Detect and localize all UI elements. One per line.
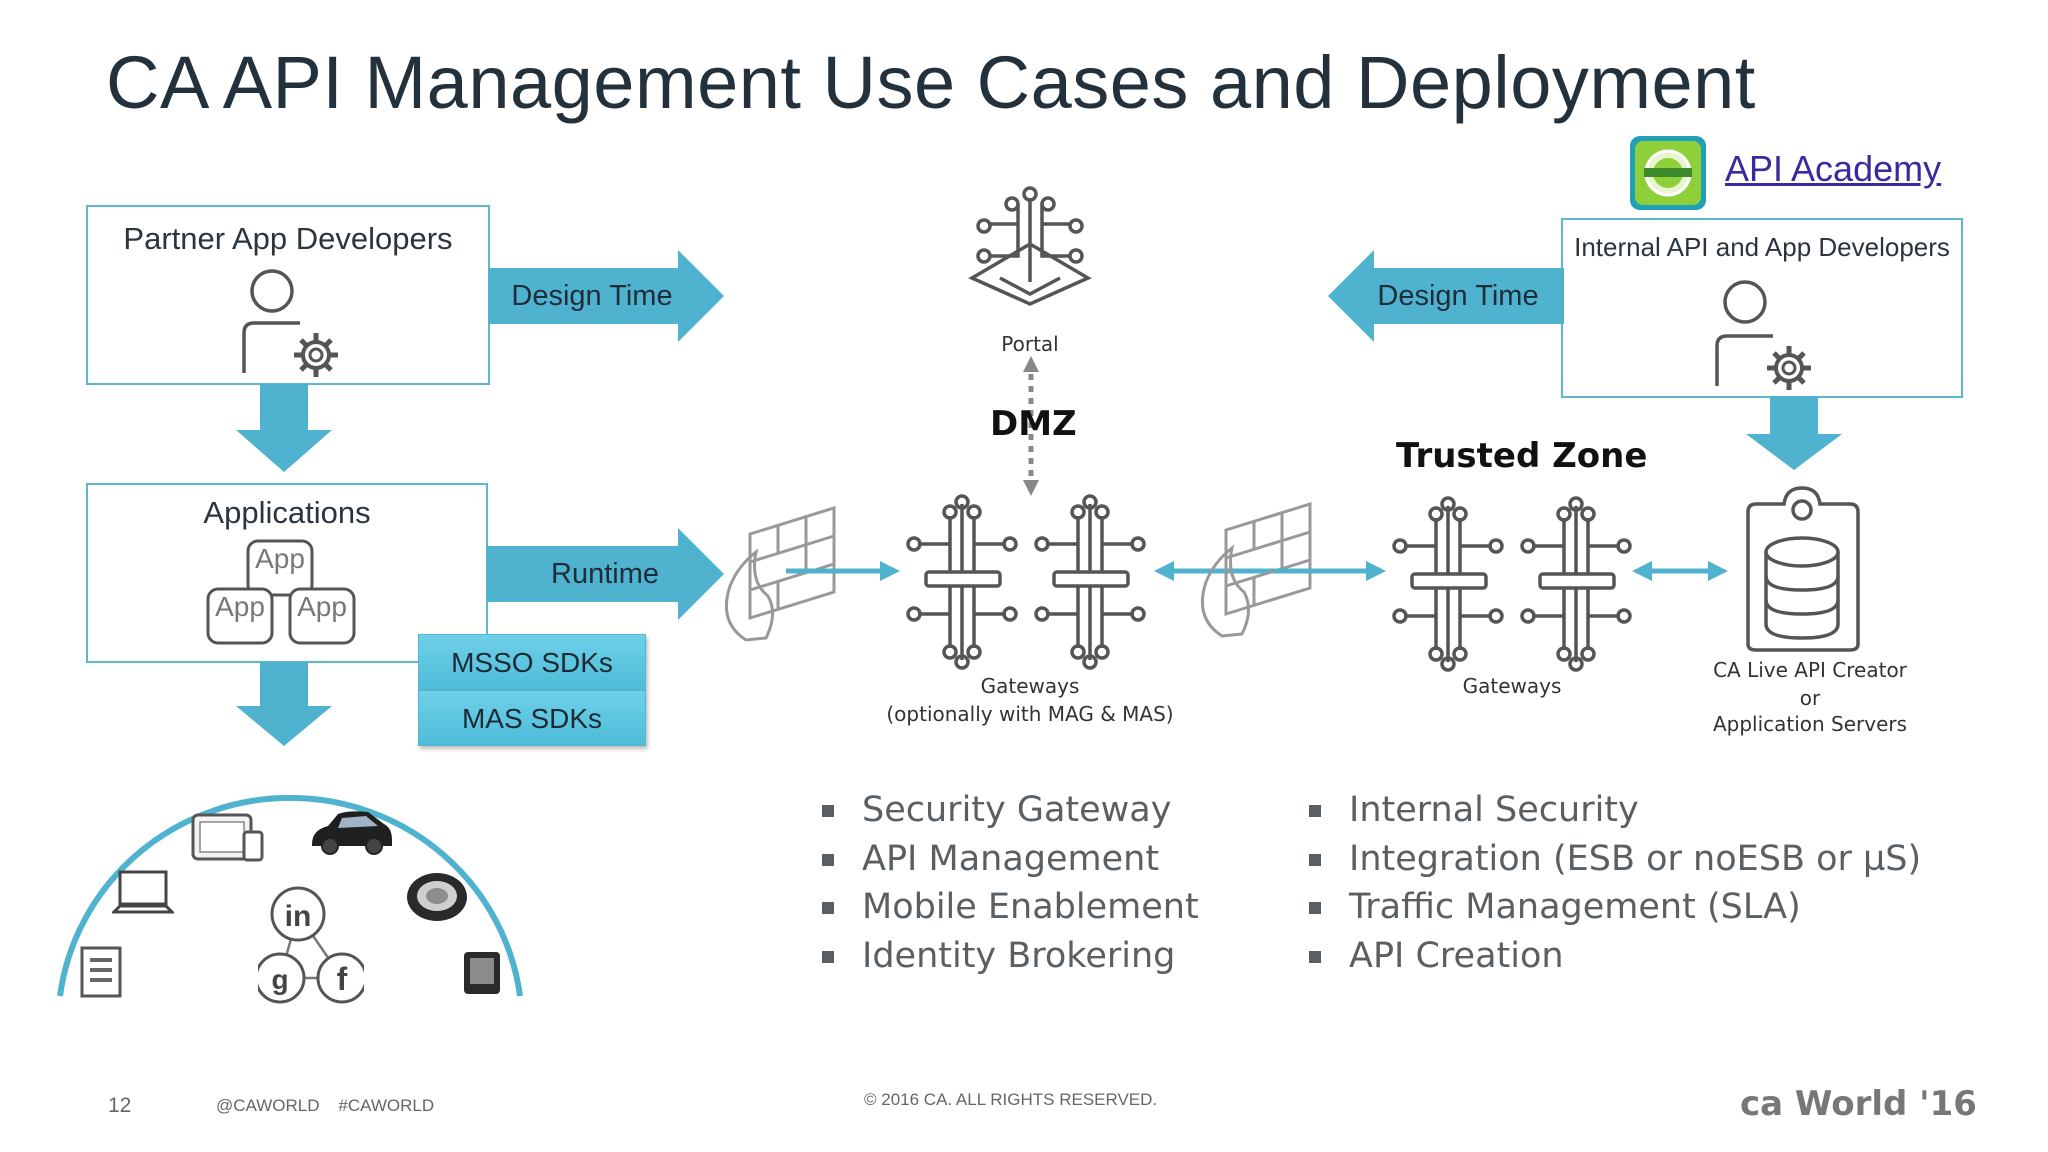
bullet-item: Traffic Management (SLA) — [1309, 883, 1921, 932]
app-label-top: App — [255, 543, 305, 574]
trusted-gateways-icon — [1392, 496, 1632, 672]
dmz-gateways-label: Gateways — [980, 674, 1080, 698]
svg-text:in: in — [285, 900, 312, 933]
bidirectional-arrow-trusted — [1632, 561, 1728, 581]
bullets-right-list: Internal Security Integration (ESB or no… — [1309, 786, 1921, 980]
portal-label: Portal — [1001, 332, 1059, 356]
dmz-dotted-connector — [1023, 356, 1039, 496]
bullet-item: Integration (ESB or noESB or µS) — [1309, 835, 1921, 884]
internal-api-developers-box: Internal API and App Developers — [1561, 218, 1963, 398]
bullets-left-list: Security Gateway API Management Mobile E… — [822, 786, 1199, 980]
dmz-gateways-sublabel: (optionally with MAG & MAS) — [886, 702, 1174, 726]
design-time-arrow-left — [1328, 250, 1564, 342]
runtime-label: Runtime — [551, 558, 659, 590]
firewall-icon — [724, 505, 836, 642]
app-label-right: App — [297, 591, 347, 622]
portal-icon — [968, 186, 1092, 306]
database-server-icon — [1746, 486, 1860, 652]
design-time-right-label: Design Time — [1377, 280, 1539, 312]
developer-gear-icon — [242, 269, 338, 377]
dmz-gateways-icon — [906, 494, 1146, 670]
firewall-icon — [1200, 501, 1312, 638]
msso-sdks-button: MSSO SDKs — [418, 634, 646, 690]
down-arrow-partner — [236, 384, 332, 472]
tablet-phone-icon — [191, 813, 264, 862]
devices-dome — [57, 794, 523, 997]
down-arrow-applications — [236, 662, 332, 746]
car-icon — [312, 811, 392, 855]
slide-title: CA API Management Use Cases and Deployme… — [106, 41, 1756, 124]
partner-box-title: Partner App Developers — [123, 221, 453, 256]
document-device-icon — [80, 946, 122, 998]
developer-gear-icon — [1715, 280, 1811, 390]
footer-copyright: © 2016 CA. ALL RIGHTS RESERVED. — [864, 1090, 1158, 1109]
design-time-arrow-right — [488, 250, 724, 342]
dmz-label: DMZ — [990, 404, 1077, 444]
app-label-left: App — [215, 591, 265, 622]
svg-text:f: f — [337, 961, 348, 997]
bullet-item: Identity Brokering — [822, 932, 1199, 981]
partner-app-developers-box: Partner App Developers — [86, 205, 490, 385]
runtime-arrow-right — [486, 528, 724, 620]
mas-sdks-button: MAS SDKs — [418, 690, 646, 746]
live-api-or: or — [1799, 686, 1821, 710]
smartwatch-icon — [464, 952, 500, 994]
trusted-zone-label: Trusted Zone — [1396, 436, 1648, 476]
trusted-gateways-label: Gateways — [1462, 674, 1562, 698]
api-academy-link[interactable]: API Academy — [1725, 148, 1942, 189]
bullet-item: API Creation — [1309, 932, 1921, 981]
social-network-icon: in g f — [258, 886, 364, 1004]
internal-box-title: Internal API and App Developers — [1574, 232, 1950, 262]
down-arrow-internal — [1746, 396, 1842, 470]
live-api-label: CA Live API Creator — [1713, 658, 1907, 682]
laptop-icon — [112, 870, 174, 914]
applications-box-title: Applications — [203, 495, 371, 530]
thermostat-icon — [407, 873, 467, 921]
footer-handles: @CAWORLD #CAWORLD — [216, 1096, 435, 1115]
app-stack-icon — [206, 539, 356, 645]
design-time-left-label: Design Time — [511, 280, 673, 312]
bullet-item: Mobile Enablement — [822, 883, 1199, 932]
bullet-item: API Management — [822, 835, 1199, 884]
arrow-to-dmz-gateways — [786, 561, 900, 581]
page-number: 12 — [108, 1094, 132, 1117]
ca-world-logo: ca World '16 — [1740, 1084, 1977, 1124]
bullet-item: Security Gateway — [822, 786, 1199, 835]
api-academy-badge-icon — [1630, 136, 1706, 210]
bullet-item: Internal Security — [1309, 786, 1921, 835]
svg-text:g: g — [271, 964, 288, 995]
live-api-sublabel: Application Servers — [1712, 712, 1908, 736]
arrow-to-trusted-gateways — [1274, 561, 1386, 581]
